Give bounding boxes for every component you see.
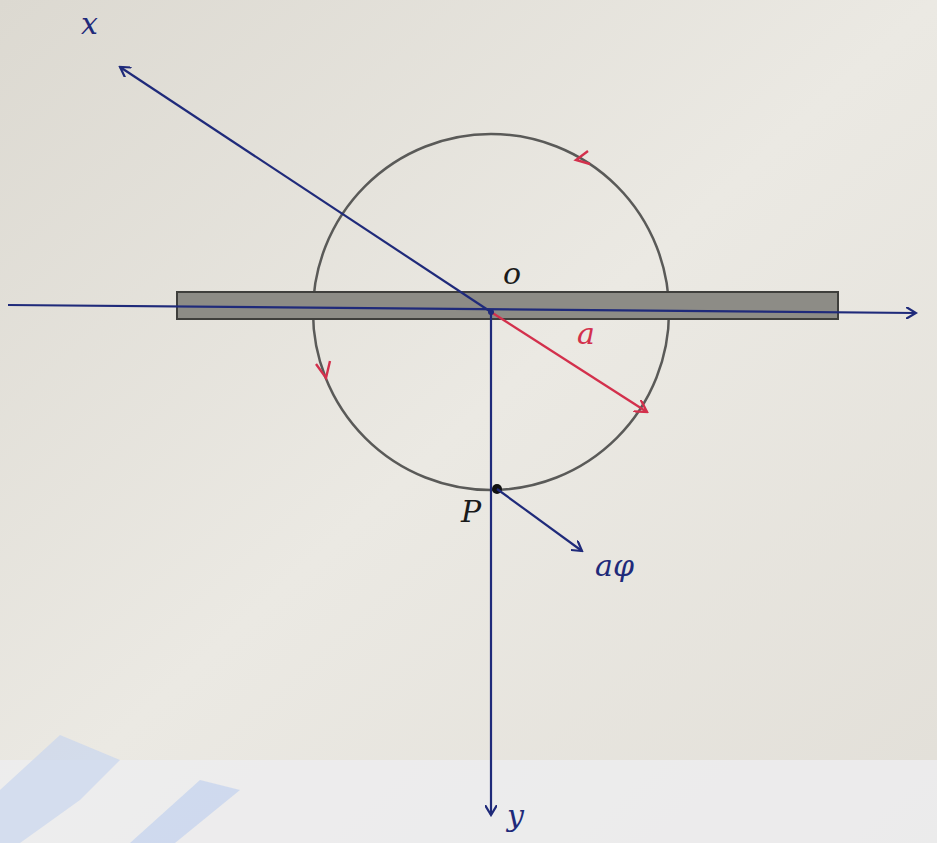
axis-label: y	[504, 800, 527, 832]
z-axis	[8, 305, 916, 313]
y-axis	[490, 312, 492, 815]
axis-label: P	[458, 496, 484, 528]
origin-dot	[488, 309, 494, 315]
radius-arrow	[491, 312, 647, 412]
direction-arrow	[576, 151, 590, 164]
watermark-band	[0, 760, 937, 843]
axis-label: x	[78, 8, 101, 40]
watermark-logo	[0, 735, 120, 843]
axis-label: o	[500, 258, 524, 290]
watermark-logo	[130, 780, 240, 843]
axis-label: a	[574, 318, 598, 350]
axis-label: aφ	[592, 550, 637, 582]
line-current-rod	[177, 292, 838, 319]
direction-arrow	[316, 361, 330, 378]
x-axis	[120, 67, 491, 312]
a-phi-vector	[497, 489, 582, 551]
